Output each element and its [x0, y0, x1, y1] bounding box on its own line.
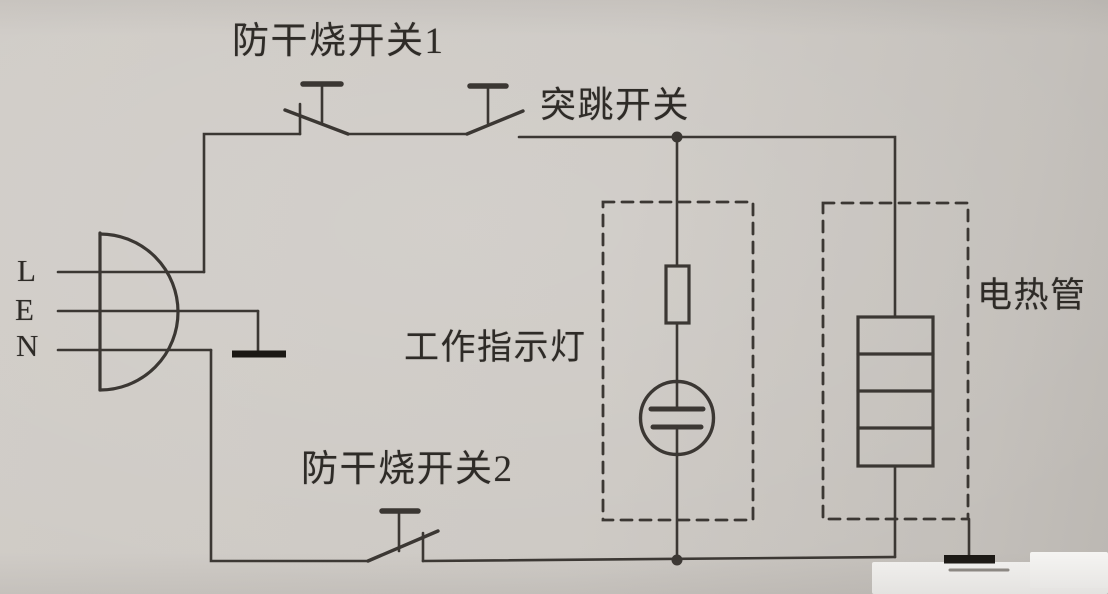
label-anti-dry-switch-1: 防干烧开关1: [232, 21, 445, 62]
heating-tube-symbol: [856, 315, 935, 559]
label-pin-l: L: [17, 253, 36, 288]
wire-bottom-left: [209, 348, 370, 563]
earth-terminal-heater: [944, 517, 1010, 572]
label-pin-n: N: [16, 328, 39, 363]
earth-terminal-plug: [232, 309, 286, 358]
label-anti-dry-switch-2: 防干烧开关2: [301, 449, 514, 490]
label-pin-e: E: [15, 292, 34, 327]
indicator-branch: [638, 135, 716, 562]
snap-switch: [465, 83, 525, 136]
wire-top-right: [517, 135, 897, 319]
anti-dry-switch-1: [283, 81, 350, 136]
label-heating-tube: 电热管: [977, 276, 1087, 315]
wire-top-left: [202, 132, 302, 274]
white-patch: [872, 552, 1108, 594]
label-snap-switch: 突跳开关: [540, 85, 691, 125]
resistor-symbol: [664, 264, 691, 325]
junction-dot-bottom: [671, 554, 683, 566]
anti-dry-switch-2: [366, 508, 440, 563]
wire-bottom-right: [421, 555, 897, 563]
label-indicator-lamp: 工作指示灯: [404, 328, 587, 367]
